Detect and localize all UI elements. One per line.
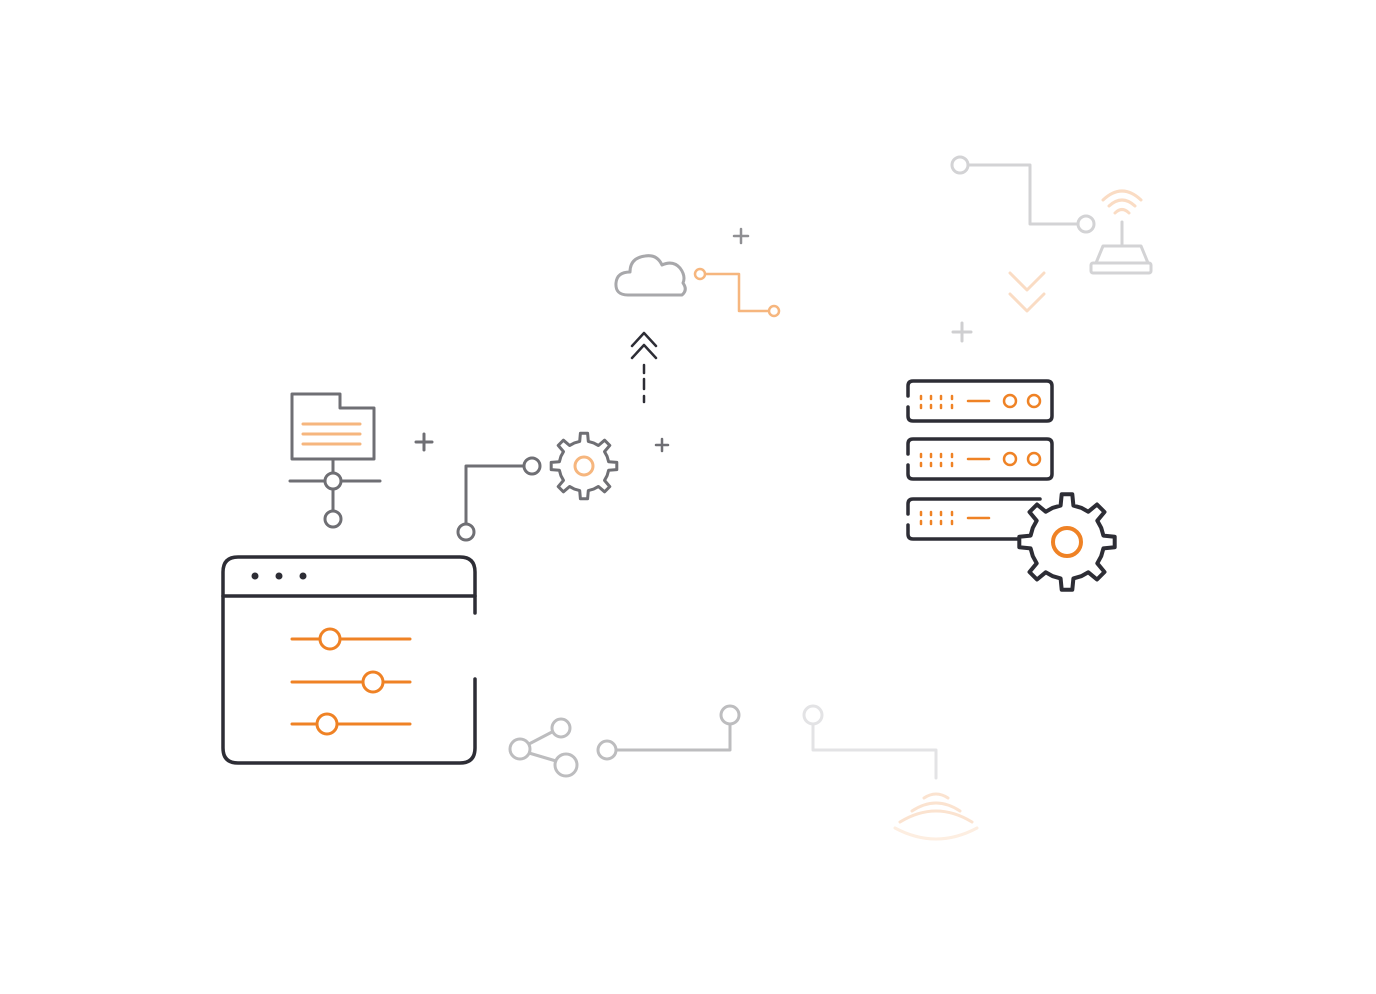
server-unit — [906, 437, 1054, 481]
connector-line — [596, 704, 741, 761]
connector-line — [950, 155, 1096, 234]
download-arrow-icon — [1008, 271, 1046, 313]
slider-controls — [290, 627, 412, 736]
gear-icon — [549, 431, 619, 501]
cloud-icon — [614, 254, 687, 297]
connector-line — [456, 456, 542, 542]
plus-icon — [654, 437, 670, 453]
upload-arrow-icon — [630, 331, 658, 404]
folder-network-icon — [288, 392, 382, 529]
plus-icon — [732, 227, 750, 245]
wireless-signal-icon — [893, 792, 979, 841]
server-unit — [906, 497, 1042, 541]
server-rack-icon — [906, 379, 1054, 541]
wifi-router-icon — [1089, 189, 1153, 275]
share-icon — [508, 717, 579, 778]
settings-window-icon — [221, 555, 477, 765]
plus-icon — [951, 321, 973, 343]
server-gear-icon — [1017, 492, 1117, 592]
connector-line — [693, 267, 781, 318]
server-unit — [906, 379, 1054, 423]
connector-line — [802, 704, 938, 780]
plus-icon — [414, 432, 434, 452]
